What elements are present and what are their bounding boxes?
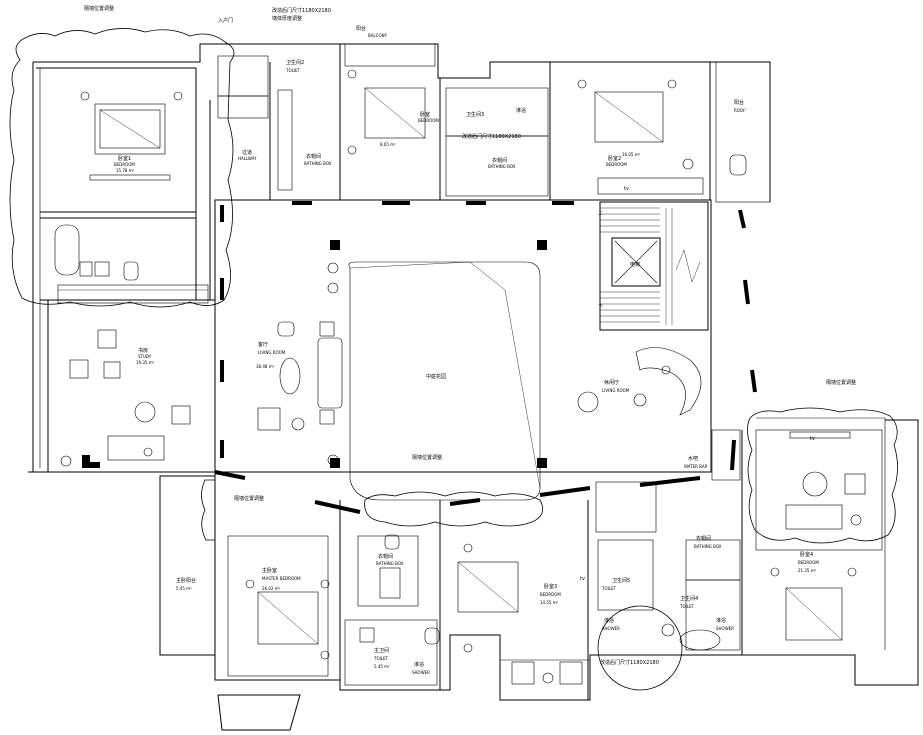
note-door-1: 改造后门尺寸1180X2180 bbox=[272, 7, 331, 14]
label-bedroom3-area: 14.55 m² bbox=[540, 600, 559, 605]
label-toilet3: 卫生间3 bbox=[466, 111, 484, 118]
label-living-left: 客厅 bbox=[258, 341, 268, 348]
outer-walls bbox=[28, 43, 919, 731]
label-master-area: 26.02 m² bbox=[262, 586, 281, 591]
label-balcony-top-en: BALCONY bbox=[368, 33, 388, 38]
label-bedroom1-en: BEDROOM bbox=[114, 162, 135, 167]
label-toilet5-en: TOILET bbox=[601, 586, 617, 591]
label-toilet2-en: TOLIET bbox=[285, 68, 301, 73]
label-tv-bedroom3: tv bbox=[580, 576, 585, 582]
label-water-bar: 水吧 bbox=[688, 455, 698, 462]
label-bedroom-small-en: BEDROOM bbox=[418, 118, 439, 123]
label-bedroom4-area: 21.35 m² bbox=[798, 568, 817, 573]
label-balcony-top: 阳台 bbox=[356, 25, 366, 32]
label-shower5-en: SHOWER bbox=[602, 626, 620, 631]
note-door-3: 改造后门尺寸1180X2180 bbox=[600, 659, 659, 666]
room-labels: 隔墙位置调整 改造后门尺寸1180X2180 墙体厚度调整 隔墙位置调整 隔墙位… bbox=[84, 5, 856, 675]
label-master-bathing-en: BATHING BOX bbox=[376, 561, 404, 566]
label-toilet4: 卫生间4 bbox=[680, 595, 698, 602]
label-master-shower: 淋浴 bbox=[414, 661, 424, 668]
label-master-shower-en: SHOWER bbox=[412, 670, 430, 675]
label-bedroom2: 卧室2 bbox=[608, 155, 621, 162]
label-study: 书房 bbox=[138, 347, 148, 354]
label-bedroom2-en: BEDROOM bbox=[606, 162, 627, 167]
label-hallway-en: HALLWAY bbox=[238, 156, 257, 161]
label-master-en: MASTER BEDROOM bbox=[262, 576, 301, 581]
note-partition-3: 隔墙位置调整 bbox=[412, 454, 442, 461]
label-study-area: 19.35 m² bbox=[136, 360, 155, 365]
label-balcony-roof-en: ROOF bbox=[734, 108, 746, 113]
label-bedroom3-en: BEDROOM bbox=[540, 592, 561, 597]
label-study-en: STUDY bbox=[138, 354, 152, 359]
label-bathing-box4-en: BATHING BOX bbox=[694, 544, 722, 549]
label-toilet4-en: TOILET bbox=[679, 604, 695, 609]
label-bathing-box: 衣帽间 bbox=[306, 153, 321, 160]
new-walls bbox=[214, 201, 757, 514]
label-bedroom4-en: BEDROOM bbox=[798, 560, 819, 565]
label-shower3: 淋浴 bbox=[516, 107, 526, 114]
label-hallway: 过道 bbox=[242, 149, 252, 156]
label-courtyard: 中庭花园 bbox=[426, 373, 446, 380]
label-main-balcony-area: 5.45 m² bbox=[176, 586, 192, 591]
note-wall-thickness: 墙体厚度调整 bbox=[272, 15, 302, 22]
note-door-2: 改造后门尺寸1180X2180 bbox=[462, 133, 521, 140]
label-toilet5: 卫生间5 bbox=[612, 577, 630, 584]
interior-walls bbox=[40, 43, 883, 700]
note-partition-2: 隔墙位置调整 bbox=[234, 495, 264, 502]
label-shower5: 淋浴 bbox=[604, 617, 614, 624]
label-bathing-box4: 衣帽间 bbox=[696, 535, 711, 542]
label-shower4: 淋浴 bbox=[716, 617, 726, 624]
label-master-toilet-area: 5.45 m² bbox=[374, 664, 390, 669]
label-master: 主卧室 bbox=[262, 567, 277, 574]
label-bedroom4: 卧室4 bbox=[800, 551, 813, 558]
label-stairs-up: 上 bbox=[598, 209, 603, 216]
label-bathing-box2: 衣帽间 bbox=[492, 157, 507, 164]
note-partition-4: 隔墙位置调整 bbox=[826, 379, 856, 386]
label-bathing-box-en: BATHING BOX bbox=[304, 161, 332, 166]
label-living-left-area: 38.48 m² bbox=[256, 364, 275, 369]
label-bedroom2-area: 16.05 m² bbox=[622, 152, 641, 157]
label-tv-top: tv bbox=[624, 186, 629, 192]
stairs bbox=[600, 207, 701, 325]
label-water-bar-en: WATER BAR bbox=[684, 464, 708, 469]
label-stairs-down: 下 bbox=[598, 304, 603, 310]
label-elevator: 电梯 bbox=[630, 261, 640, 268]
label-bedroom-small: 卧室 bbox=[420, 111, 430, 118]
label-toilet2: 卫生间2 bbox=[286, 59, 304, 66]
label-shower4-en: SHOWER bbox=[716, 626, 734, 631]
label-bedroom1: 卧室1 bbox=[118, 155, 131, 162]
label-living-left-en: LIVING ROOM bbox=[258, 350, 286, 355]
label-leisure-en: LIVING ROOM bbox=[602, 388, 630, 393]
label-master-toilet-en: TOILET bbox=[373, 656, 389, 661]
revision-clouds bbox=[9, 28, 898, 691]
note-partition-1: 隔墙位置调整 bbox=[84, 5, 114, 12]
label-master-bathing: 衣帽间 bbox=[378, 553, 393, 560]
furniture bbox=[54, 69, 866, 685]
label-entry-door: 入户门 bbox=[218, 17, 233, 24]
label-bathing-box2-en: BATHING BOX bbox=[488, 164, 516, 169]
courtyard bbox=[327, 240, 547, 501]
label-balcony-roof: 阳台 bbox=[734, 99, 744, 106]
label-tv-right: tv bbox=[810, 436, 815, 442]
label-bedroom1-area: 15.78 m² bbox=[116, 168, 135, 173]
label-main-balcony: 主卧阳台 bbox=[176, 577, 196, 584]
label-bedroom-small-area: 8.65 m² bbox=[380, 142, 396, 147]
label-leisure: 休闲厅 bbox=[604, 379, 619, 386]
label-bedroom3: 卧室3 bbox=[544, 583, 557, 590]
label-master-toilet: 主卫间 bbox=[374, 647, 389, 654]
